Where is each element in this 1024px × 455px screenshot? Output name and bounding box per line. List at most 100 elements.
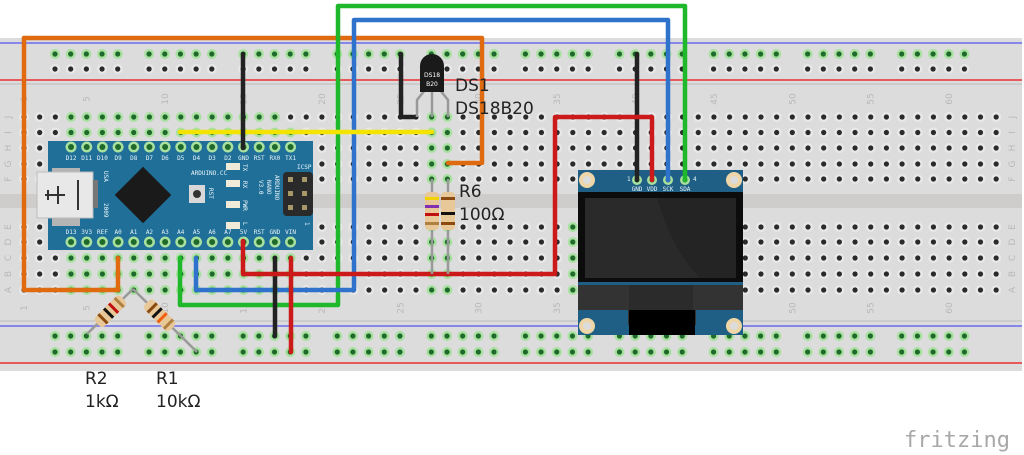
breadboard-hole-center xyxy=(162,114,168,120)
breadboard-hole-center xyxy=(868,271,874,277)
breadboard-hole-center xyxy=(476,255,482,261)
breadboard-hole-center xyxy=(930,176,937,182)
breadboard-hole-center xyxy=(711,114,717,120)
breadboard-hole-center xyxy=(570,161,576,167)
column-number-label: 60 xyxy=(945,93,955,105)
breadboard-hole-center xyxy=(867,66,873,72)
breadboard-hole-center xyxy=(758,51,764,57)
breadboard-hole-center xyxy=(915,271,921,277)
breadboard-hole-center xyxy=(569,349,576,355)
breadboard-hole-center xyxy=(836,114,842,120)
wire-blue-sck[interactable] xyxy=(193,17,671,293)
flex-connector xyxy=(629,310,695,335)
breadboard-hole-center xyxy=(821,224,827,230)
ds18b20-sensor[interactable]: DS18 B20 xyxy=(415,54,450,117)
r1-value-label: 10kΩ xyxy=(156,392,200,412)
breadboard-hole-center xyxy=(460,255,466,261)
breadboard-hole-center xyxy=(146,287,153,293)
wire-green-sda[interactable] xyxy=(177,3,688,308)
breadboard-hole-center xyxy=(742,129,748,136)
breadboard-hole-center xyxy=(993,224,999,230)
breadboard-hole-center xyxy=(303,349,309,355)
breadboard-hole-center xyxy=(805,176,811,182)
column-number-label: 30 xyxy=(475,302,485,314)
breadboard-hole-center xyxy=(899,239,905,245)
column-number-label: 15 xyxy=(240,302,250,313)
breadboard-hole-center xyxy=(899,51,905,57)
breadboard-hole-center xyxy=(413,161,419,167)
wire-black-gnd-ds[interactable] xyxy=(398,51,419,120)
breadboard-hole-center xyxy=(710,51,717,57)
led-tx-label: TX xyxy=(241,164,248,172)
breadboard-hole-center xyxy=(836,176,842,182)
nano-pin-label: TX1 xyxy=(285,155,296,162)
breadboard-hole-center xyxy=(99,349,105,355)
breadboard-hole-center xyxy=(601,161,607,167)
breadboard-hole-center xyxy=(366,239,372,245)
breadboard-hole-center xyxy=(758,271,764,277)
breadboard-hole-center xyxy=(256,349,262,355)
pin-hole xyxy=(209,239,216,245)
wire-red-5v[interactable] xyxy=(240,114,655,277)
breadboard-hole-center xyxy=(961,66,968,72)
resistor-r1[interactable] xyxy=(132,288,198,353)
breadboard-hole-center xyxy=(570,271,576,277)
breadboard-hole-center xyxy=(821,255,827,261)
breadboard-hole-center xyxy=(131,114,137,120)
breadboard-hole-center xyxy=(413,224,419,230)
breadboard-hole-center xyxy=(820,333,826,339)
breadboard-hole-center xyxy=(366,333,372,339)
row-letter-label: F xyxy=(1008,176,1018,181)
row-letter-label: C xyxy=(4,255,14,261)
breadboard-hole-center xyxy=(915,224,921,230)
pin-hole xyxy=(162,144,169,150)
sensor-chip-label-1: DS18 xyxy=(424,72,440,79)
breadboard-hole-center xyxy=(522,51,529,57)
breadboard-hole-center xyxy=(68,129,74,136)
reset-button-cap[interactable] xyxy=(193,190,201,198)
wire-orange-a0[interactable] xyxy=(21,35,121,293)
breadboard-hole-center xyxy=(83,66,89,72)
breadboard-hole-center xyxy=(413,255,419,261)
breadboard-hole-center xyxy=(710,66,717,72)
breadboard-hole-center xyxy=(977,271,984,277)
breadboard-hole-center xyxy=(946,161,952,167)
breadboard-hole-center xyxy=(115,51,121,57)
resistor-r2[interactable] xyxy=(86,288,134,335)
breadboard-hole-center xyxy=(821,239,827,245)
breadboard-hole-center xyxy=(570,255,576,261)
breadboard-hole-center xyxy=(742,255,748,261)
breadboard-hole-center xyxy=(460,333,466,339)
breadboard-hole-center xyxy=(287,51,293,57)
breadboard-hole-center xyxy=(319,145,325,151)
breadboard-hole-center xyxy=(836,333,842,339)
breadboard-hole-center xyxy=(852,239,858,245)
breadboard-hole-center xyxy=(115,114,121,120)
breadboard-hole-center xyxy=(977,129,984,136)
breadboard-hole-center xyxy=(507,224,513,230)
row-letter-label: A xyxy=(1008,286,1018,293)
breadboard-hole-center xyxy=(37,239,43,245)
breadboard-hole-center xyxy=(899,161,905,167)
breadboard-hole-center xyxy=(319,255,325,261)
breadboard-hole-center xyxy=(476,239,482,245)
breadboard-hole-center xyxy=(868,255,874,261)
breadboard-hole-center xyxy=(789,239,795,245)
wire-orange-ds-data[interactable] xyxy=(21,35,485,166)
breadboard-hole-center xyxy=(961,349,968,355)
breadboard-hole-center xyxy=(726,66,732,72)
breadboard-hole-center xyxy=(899,66,905,72)
arduino-nano[interactable]: USA 2009 RST ARDUINO.CC TX RX PWR L ARDU… xyxy=(36,141,313,250)
breadboard-hole-center xyxy=(334,349,340,355)
breadboard-hole-center xyxy=(946,145,952,151)
breadboard-hole-center xyxy=(162,66,168,72)
nano-pin-label: D2 xyxy=(224,155,232,162)
resistor-r6[interactable] xyxy=(425,179,455,274)
breadboard-hole-center xyxy=(774,161,780,167)
nano-pin-label: A2 xyxy=(146,229,154,236)
pin-hole xyxy=(256,144,263,150)
breadboard-hole-center xyxy=(993,239,999,245)
breadboard-hole-center xyxy=(648,66,654,72)
breadboard-hole-center xyxy=(99,271,105,277)
